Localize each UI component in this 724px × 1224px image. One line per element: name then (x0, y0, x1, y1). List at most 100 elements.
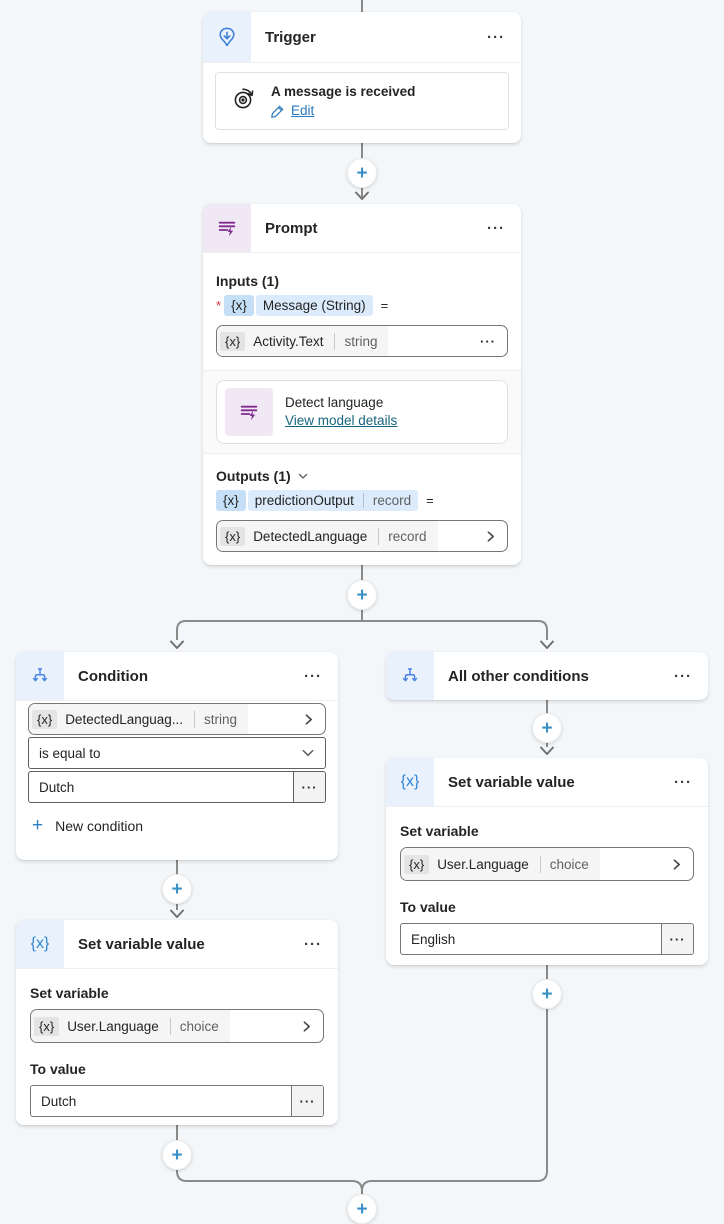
node-header[interactable]: All other conditions ··· (386, 652, 708, 700)
output-variable-row: {x} predictionOutput record = (216, 490, 508, 511)
operator-value: is equal to (39, 745, 101, 761)
condition-value-field[interactable]: Dutch ··· (28, 771, 326, 803)
activity-text-field[interactable]: {x} Activity.Text string ··· (216, 325, 508, 357)
node-header[interactable]: {x} Set variable value ··· (16, 920, 338, 968)
new-condition-button[interactable]: + New condition (32, 816, 326, 835)
expand-record-button[interactable] (474, 530, 507, 543)
field-token-group: {x} Activity.Text string (217, 326, 389, 356)
variable-token: {x} (220, 331, 246, 351)
to-value-field[interactable]: Dutch ··· (30, 1085, 324, 1117)
to-value-heading: To value (30, 1061, 86, 1077)
chevron-right-icon (673, 858, 680, 870)
output-name: predictionOutput (254, 493, 354, 508)
detected-language-field[interactable]: {x} DetectedLanguage record (216, 520, 508, 552)
field-value: DetectedLanguage (253, 528, 368, 544)
condition-branch-icon (386, 652, 434, 700)
expand-variable-button[interactable] (660, 858, 693, 871)
chevron-right-icon (303, 1020, 310, 1032)
edit-button[interactable]: Edit (271, 103, 415, 118)
field-value: Dutch (39, 779, 75, 795)
expand-operand-button[interactable] (292, 713, 325, 726)
variable-name-chip: Message (String) (255, 295, 373, 316)
to-value-heading: To value (400, 899, 456, 915)
chevron-right-icon (487, 530, 494, 542)
divider (386, 806, 708, 807)
variable-token: {x} (32, 709, 58, 729)
add-action-button[interactable]: + (162, 1140, 192, 1170)
node-header[interactable]: {x} Set variable value ··· (386, 758, 708, 806)
set-variable-node-right: {x} Set variable value ··· Set variable … (386, 758, 708, 965)
equals-sign: = (426, 493, 434, 508)
more-options-button[interactable]: ··· (487, 219, 505, 237)
field-value: Activity.Text (253, 333, 324, 349)
add-action-button[interactable]: + (532, 713, 562, 743)
field-token-group: {x} User.Language choice (31, 1010, 230, 1042)
more-options-button[interactable]: ··· (304, 667, 322, 685)
field-token-group: {x} User.Language choice (401, 848, 600, 880)
more-options-button[interactable]: ··· (674, 667, 692, 685)
condition-node: Condition ··· {x} DetectedLanguag... str… (16, 652, 338, 860)
required-asterisk: * (216, 298, 222, 313)
field-token-group: {x} DetectedLanguage record (217, 521, 438, 551)
trigger-node: Trigger ··· A message is received (203, 12, 521, 143)
variable-field[interactable]: {x} User.Language choice (30, 1009, 324, 1043)
trigger-icon (203, 12, 251, 62)
field-more-button[interactable]: ··· (480, 333, 496, 349)
variable-field[interactable]: {x} User.Language choice (400, 847, 694, 881)
variable-token: {x} (220, 526, 246, 546)
expand-variable-button[interactable] (290, 1020, 323, 1033)
variable-token-chip: {x} (216, 490, 246, 511)
prompt-model-icon (225, 388, 273, 436)
divider (203, 62, 521, 63)
node-title: Condition (78, 667, 148, 685)
prompt-icon (203, 204, 251, 252)
divider (203, 252, 521, 253)
to-value-field[interactable]: English ··· (400, 923, 694, 955)
field-more-button[interactable]: ··· (293, 772, 325, 802)
condition-operand-field[interactable]: {x} DetectedLanguag... string (28, 703, 326, 735)
message-received-icon (230, 85, 257, 117)
chevron-down-icon (291, 746, 325, 760)
add-action-button[interactable]: + (347, 158, 377, 188)
node-header[interactable]: Prompt ··· (203, 204, 521, 252)
prompt-node: Prompt ··· Inputs (1) * {x} Message (Str… (203, 204, 521, 565)
node-title: Set variable value (78, 935, 205, 953)
field-value: User.Language (437, 856, 529, 872)
condition-operator-select[interactable]: is equal to (28, 737, 326, 769)
field-value: User.Language (67, 1018, 159, 1034)
add-action-button[interactable]: + (532, 979, 562, 1009)
node-title: Set variable value (448, 773, 575, 791)
variable-token: {x} (404, 854, 430, 874)
trigger-action-label: A message is received (271, 84, 416, 99)
set-variable-icon: {x} (386, 758, 434, 806)
trigger-action-item[interactable]: A message is received Edit (215, 72, 509, 130)
add-action-button[interactable]: + (347, 1194, 377, 1224)
field-more-button[interactable]: ··· (291, 1086, 323, 1116)
node-header[interactable]: Trigger ··· (203, 12, 521, 62)
inputs-heading: Inputs (1) (216, 273, 279, 289)
field-type: string (334, 332, 387, 350)
collapse-chevron-icon (298, 473, 307, 479)
output-type: record (362, 493, 411, 508)
field-more-button[interactable]: ··· (661, 924, 693, 954)
new-condition-label: New condition (55, 817, 144, 834)
node-title: Prompt (265, 219, 318, 237)
variable-token: {x} (34, 1016, 60, 1036)
more-options-button[interactable]: ··· (304, 935, 322, 953)
more-options-button[interactable]: ··· (674, 773, 692, 791)
divider (16, 968, 338, 969)
node-header[interactable]: Condition ··· (16, 652, 338, 700)
field-type: choice (539, 855, 599, 873)
add-action-button[interactable]: + (347, 580, 377, 610)
outputs-heading-row[interactable]: Outputs (1) (216, 468, 508, 484)
field-type: record (378, 527, 436, 545)
view-model-details-link[interactable]: View model details (285, 412, 398, 428)
add-action-button[interactable]: + (162, 874, 192, 904)
field-type: string (194, 710, 247, 728)
more-options-button[interactable]: ··· (487, 28, 505, 46)
set-variable-node-left: {x} Set variable value ··· Set variable … (16, 920, 338, 1125)
divider (16, 700, 338, 701)
output-name-chip: predictionOutput record (247, 490, 419, 511)
